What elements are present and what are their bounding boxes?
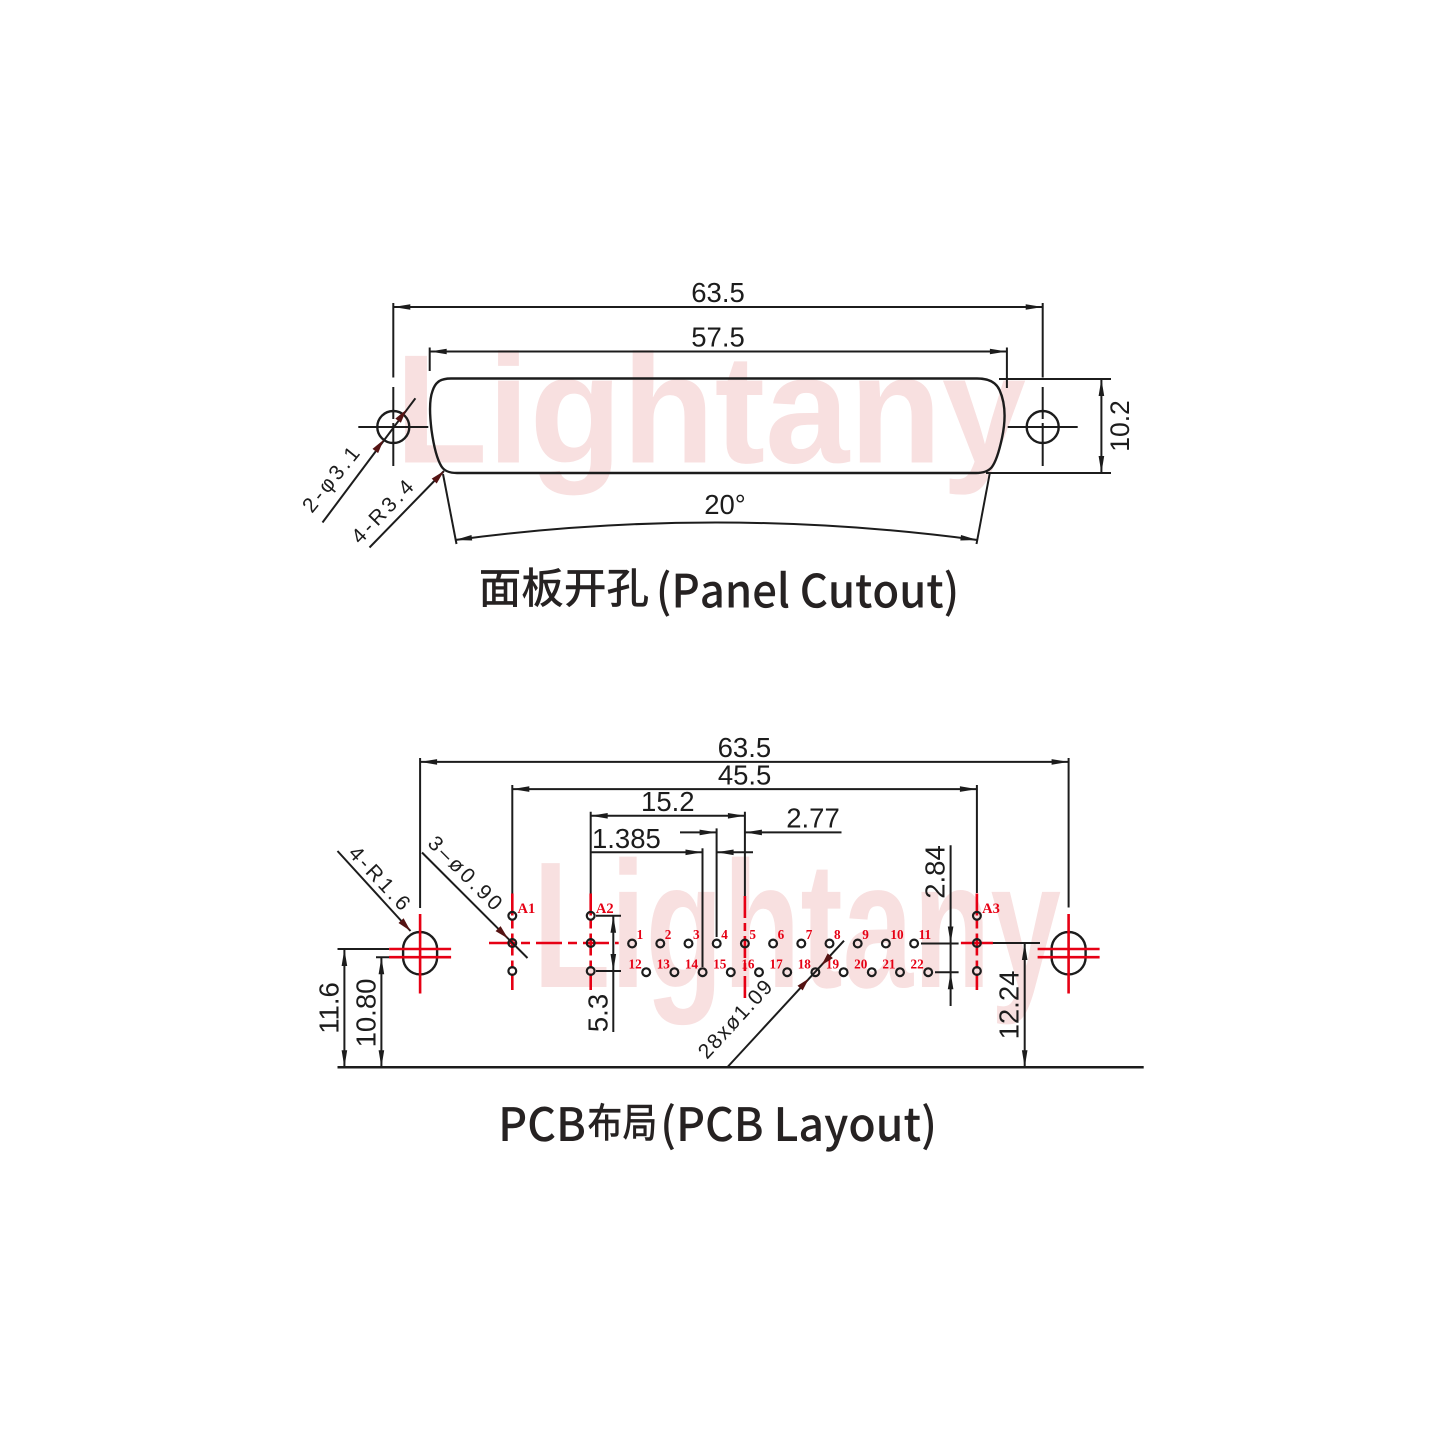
svg-text:A1: A1 <box>518 901 536 917</box>
svg-text:2.77: 2.77 <box>786 802 840 833</box>
svg-text:13: 13 <box>657 957 671 972</box>
svg-text:15: 15 <box>713 957 727 972</box>
svg-text:15.2: 15.2 <box>641 786 695 817</box>
svg-text:9: 9 <box>862 927 869 942</box>
svg-text:63.5: 63.5 <box>691 277 745 308</box>
svg-text:10: 10 <box>890 927 904 942</box>
svg-text:4: 4 <box>721 927 728 942</box>
svg-text:1: 1 <box>637 927 644 942</box>
svg-text:16: 16 <box>741 957 755 972</box>
svg-text:63.5: 63.5 <box>718 732 772 763</box>
svg-text:12.24: 12.24 <box>994 971 1025 1040</box>
svg-text:5: 5 <box>749 927 756 942</box>
svg-text:57.5: 57.5 <box>691 322 745 353</box>
svg-text:14: 14 <box>685 957 699 972</box>
svg-text:2.84: 2.84 <box>920 845 951 899</box>
svg-text:A3: A3 <box>982 901 1000 917</box>
svg-text:10.2: 10.2 <box>1105 400 1135 452</box>
svg-text:6: 6 <box>778 927 785 942</box>
svg-text:8: 8 <box>834 927 841 942</box>
svg-text:21: 21 <box>882 957 895 972</box>
svg-text:45.5: 45.5 <box>718 759 772 790</box>
svg-text:11: 11 <box>919 927 931 942</box>
svg-text:17: 17 <box>770 957 784 972</box>
svg-text:5.3: 5.3 <box>582 994 613 1032</box>
svg-text:7: 7 <box>806 927 813 942</box>
svg-text:A2: A2 <box>596 901 614 917</box>
svg-text:3: 3 <box>693 927 700 942</box>
svg-text:22: 22 <box>911 957 925 972</box>
svg-text:20°: 20° <box>704 489 746 520</box>
svg-text:12: 12 <box>629 957 643 972</box>
svg-text:20: 20 <box>854 957 868 972</box>
svg-text:10.80: 10.80 <box>351 979 382 1048</box>
svg-text:11.6: 11.6 <box>314 982 345 1033</box>
svg-text:18: 18 <box>798 957 812 972</box>
svg-text:2: 2 <box>665 927 672 942</box>
svg-text:1.385: 1.385 <box>592 823 661 854</box>
